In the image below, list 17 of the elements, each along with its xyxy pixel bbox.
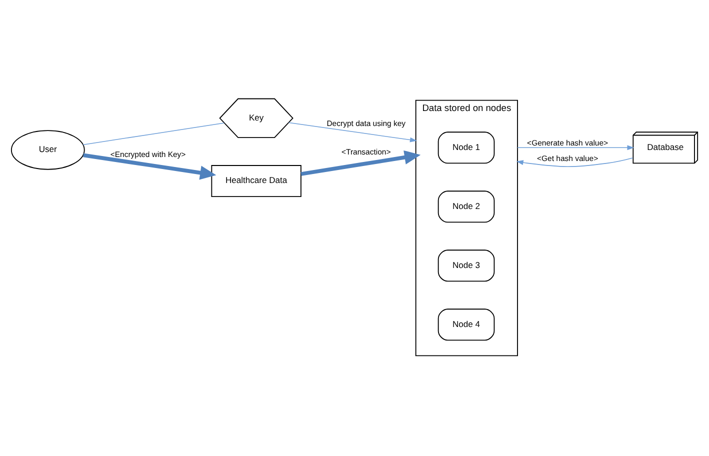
node-box: Node 1 [438, 132, 495, 164]
node-box: Node 3 [438, 250, 495, 282]
edge-label: <Generate hash value> [527, 138, 608, 148]
edge-label: Decrypt data using key [326, 118, 406, 128]
node-ellipse: User [10, 130, 85, 170]
arrow [300, 150, 421, 176]
edge-label: <Transaction> [342, 148, 391, 157]
edge-label: <Encrypted with Key> [110, 150, 186, 159]
node-box: Node 2 [438, 190, 495, 223]
node-box: Healthcare Data [211, 165, 302, 198]
arrow [83, 153, 216, 180]
arrow [516, 158, 634, 167]
edge-label: <Get hash value> [536, 154, 598, 163]
arrow [288, 122, 417, 142]
arrow [517, 145, 634, 150]
node-box: Node 4 [438, 308, 495, 341]
connector [82, 122, 224, 146]
